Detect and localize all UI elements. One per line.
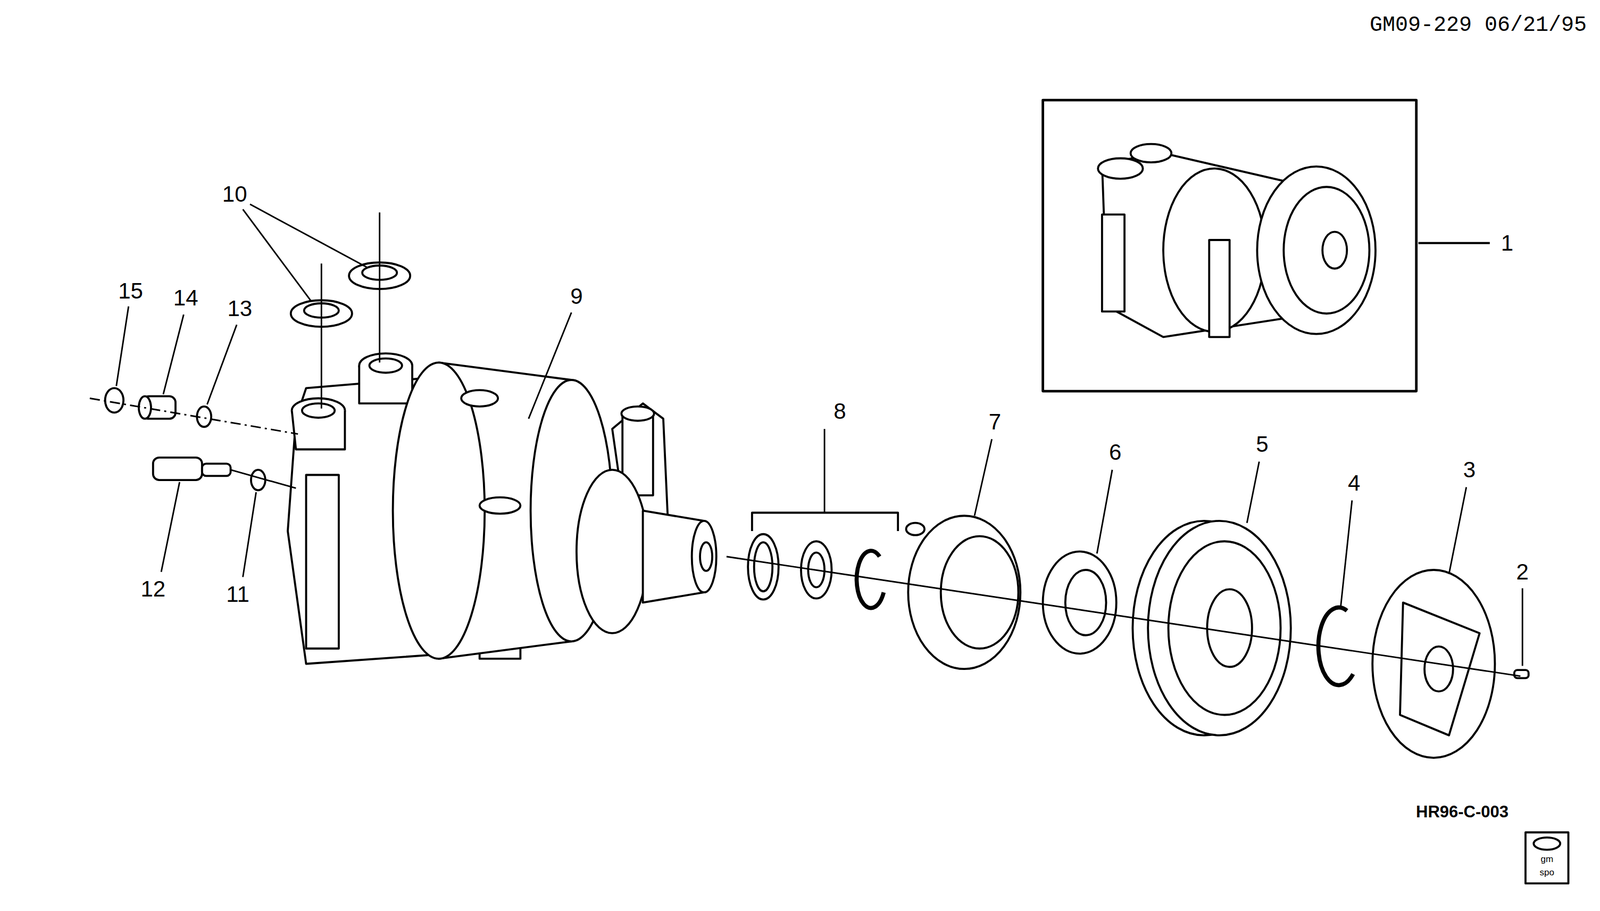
- callout-number: 10: [222, 182, 248, 206]
- callout-number: 14: [173, 286, 199, 310]
- callout-number: 7: [988, 410, 1002, 433]
- callout-number: 9: [570, 285, 583, 308]
- callout-number: 4: [1347, 471, 1361, 495]
- logo-text: spo: [1539, 867, 1555, 877]
- figure-code: HR96-C-003: [1415, 803, 1509, 820]
- logo-text: gm: [1540, 854, 1554, 864]
- callout-number: 2: [1516, 560, 1529, 583]
- callout-number: 15: [118, 279, 144, 303]
- callout-number: 5: [1255, 432, 1269, 456]
- callout-number: 6: [1109, 440, 1122, 464]
- callout-number: 11: [226, 582, 250, 606]
- callout-number: 13: [227, 297, 253, 320]
- header-code: GM09-229 06/21/95: [1369, 14, 1587, 37]
- callout-number: 8: [833, 400, 846, 423]
- callout-number: 1: [1501, 231, 1514, 255]
- callout-number: 3: [1463, 458, 1476, 481]
- callout-number: 12: [140, 577, 166, 600]
